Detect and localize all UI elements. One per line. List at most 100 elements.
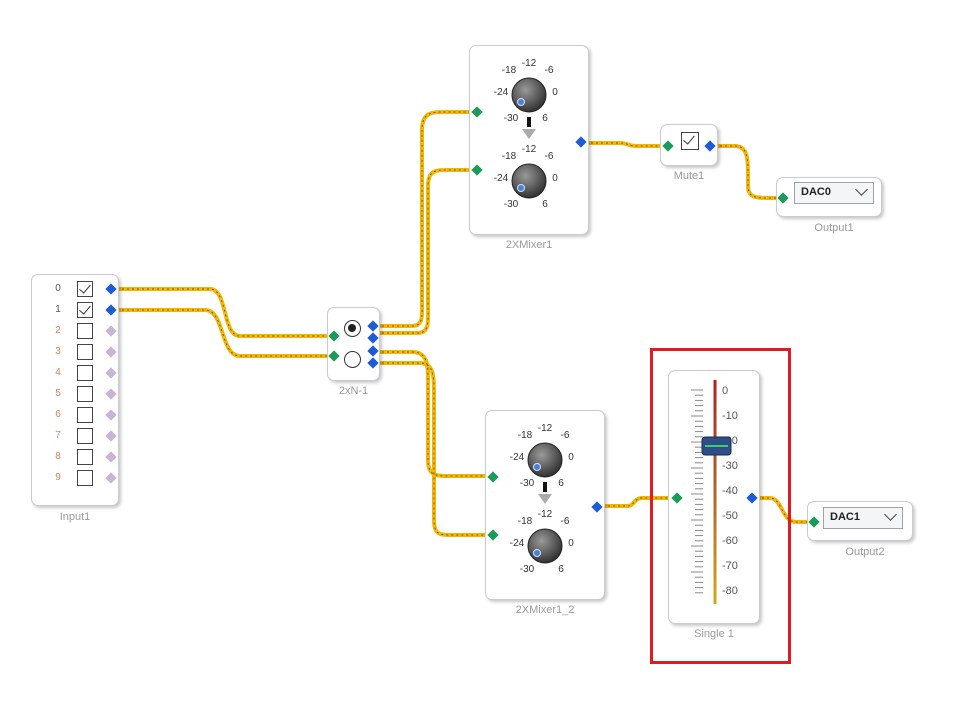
fader-track xyxy=(713,380,717,604)
input1-channel-checkbox[interactable] xyxy=(77,470,93,486)
knob-dial[interactable] xyxy=(527,442,563,478)
input1-output-port[interactable] xyxy=(105,304,117,316)
output1-dropdown[interactable]: DAC0 xyxy=(794,182,874,204)
wire-input1-switch xyxy=(110,308,336,358)
fader-tick-label: 0 xyxy=(722,385,729,397)
mute-label: Mute1 xyxy=(673,170,705,182)
input1-output-port[interactable] xyxy=(105,367,117,379)
knob-scale-label: 6 xyxy=(558,564,564,575)
output1-input-port[interactable] xyxy=(777,192,789,204)
switch-output-port-1[interactable] xyxy=(367,332,379,344)
input1-channel-number: 2 xyxy=(55,325,61,336)
mixer2-input-port-2[interactable] xyxy=(487,529,499,541)
knob-scale-label: -6 xyxy=(545,65,554,76)
switch-label: 2xN-1 xyxy=(338,385,369,397)
input1-output-port[interactable] xyxy=(105,451,117,463)
input1-output-port[interactable] xyxy=(105,325,117,337)
input1-output-port[interactable] xyxy=(105,472,117,484)
input1-channel-checkbox[interactable] xyxy=(77,344,93,360)
fader-tick-label: -60 xyxy=(722,535,738,547)
input1-channel-number: 3 xyxy=(55,346,61,357)
output1-dropdown-value: DAC0 xyxy=(801,186,831,198)
input1-label: Input1 xyxy=(59,511,91,523)
knob-scale-label: 6 xyxy=(558,478,564,489)
switch-output-port-3[interactable] xyxy=(367,357,379,369)
knob-scale-label: -6 xyxy=(545,151,554,162)
input1-channel-number: 8 xyxy=(55,451,61,462)
knob-dial[interactable] xyxy=(527,528,563,564)
mixer2-input-port-1[interactable] xyxy=(487,471,499,483)
input1-channel-checkbox[interactable] xyxy=(77,323,93,339)
fader-tick-label: -50 xyxy=(722,510,738,522)
knob-scale-label: 6 xyxy=(542,113,548,124)
knob-scale-label: 0 xyxy=(552,87,558,98)
switch-input-port-1[interactable] xyxy=(328,350,340,362)
mixer2-output-port[interactable] xyxy=(591,501,603,513)
knob-scale-label: -18 xyxy=(518,516,533,527)
output2-dropdown[interactable]: DAC1 xyxy=(823,507,903,529)
mixer2-label: 2XMixer1_2 xyxy=(515,604,575,616)
input1-channel-number: 6 xyxy=(55,409,61,420)
input1-channel-checkbox[interactable] xyxy=(77,302,93,318)
output2-input-port[interactable] xyxy=(808,516,820,528)
fader-tick-label: -10 xyxy=(722,410,738,422)
knob-dial[interactable] xyxy=(511,77,547,113)
fader-tick-label: -40 xyxy=(722,485,738,497)
mixer2-block[interactable] xyxy=(485,410,605,600)
switch-input-port-0[interactable] xyxy=(328,330,340,342)
input1-channel-checkbox[interactable] xyxy=(77,386,93,402)
input1-block[interactable] xyxy=(31,274,119,506)
input1-channel-checkbox[interactable] xyxy=(77,365,93,381)
knob-scale-label: -24 xyxy=(510,538,525,549)
knob-scale-label: -18 xyxy=(502,65,517,76)
mixer1-input-port-2[interactable] xyxy=(471,164,483,176)
knob-scale-label: 6 xyxy=(542,199,548,210)
selection-highlight xyxy=(650,348,791,664)
input1-channel-checkbox[interactable] xyxy=(77,428,93,444)
knob-dial[interactable] xyxy=(511,163,547,199)
knob-scale-label: -12 xyxy=(522,58,537,69)
single-input-port[interactable] xyxy=(671,492,683,504)
knob-scale-label: -6 xyxy=(561,430,570,441)
switch-output-port-0[interactable] xyxy=(367,320,379,332)
knob-scale-label: -30 xyxy=(520,564,535,575)
input1-channel-checkbox[interactable] xyxy=(77,407,93,423)
mute-input-port[interactable] xyxy=(662,140,674,152)
output1-label: Output1 xyxy=(814,222,854,234)
mixer1-output-port[interactable] xyxy=(575,136,587,148)
fader-tick-label: -30 xyxy=(722,460,738,472)
knob-scale-label: 0 xyxy=(568,538,574,549)
input1-output-port[interactable] xyxy=(105,283,117,295)
input1-channel-checkbox[interactable] xyxy=(77,449,93,465)
knob-indicator xyxy=(517,98,525,106)
input1-channel-checkbox[interactable] xyxy=(77,281,93,297)
mute-checkbox[interactable] xyxy=(681,132,699,150)
switch-output-port-2[interactable] xyxy=(367,345,379,357)
input1-channel-number: 4 xyxy=(55,367,61,378)
input1-channel-number: 0 xyxy=(55,283,61,294)
knob-scale-label: -12 xyxy=(538,423,553,434)
arrow-down-icon xyxy=(522,129,536,139)
input1-output-port[interactable] xyxy=(105,346,117,358)
knob-scale-label: -18 xyxy=(518,430,533,441)
output2-label: Output2 xyxy=(845,546,885,558)
input1-output-port[interactable] xyxy=(105,430,117,442)
input1-output-port[interactable] xyxy=(105,409,117,421)
input1-channel-number: 7 xyxy=(55,430,61,441)
mixer2-link-bar xyxy=(543,482,547,492)
knob-scale-label: -24 xyxy=(494,87,509,98)
switch-block[interactable] xyxy=(327,307,380,381)
mixer1-block[interactable] xyxy=(469,45,589,235)
single-output-port[interactable] xyxy=(746,492,758,504)
switch-radio-0[interactable] xyxy=(344,320,361,337)
mute-output-port[interactable] xyxy=(704,140,716,152)
mixer1-input-port-1[interactable] xyxy=(471,106,483,118)
knob-scale-label: 0 xyxy=(568,452,574,463)
knob-scale-label: -30 xyxy=(504,199,519,210)
switch-radio-1[interactable] xyxy=(344,351,361,368)
input1-output-port[interactable] xyxy=(105,388,117,400)
mixer1-label: 2XMixer1 xyxy=(505,239,553,251)
